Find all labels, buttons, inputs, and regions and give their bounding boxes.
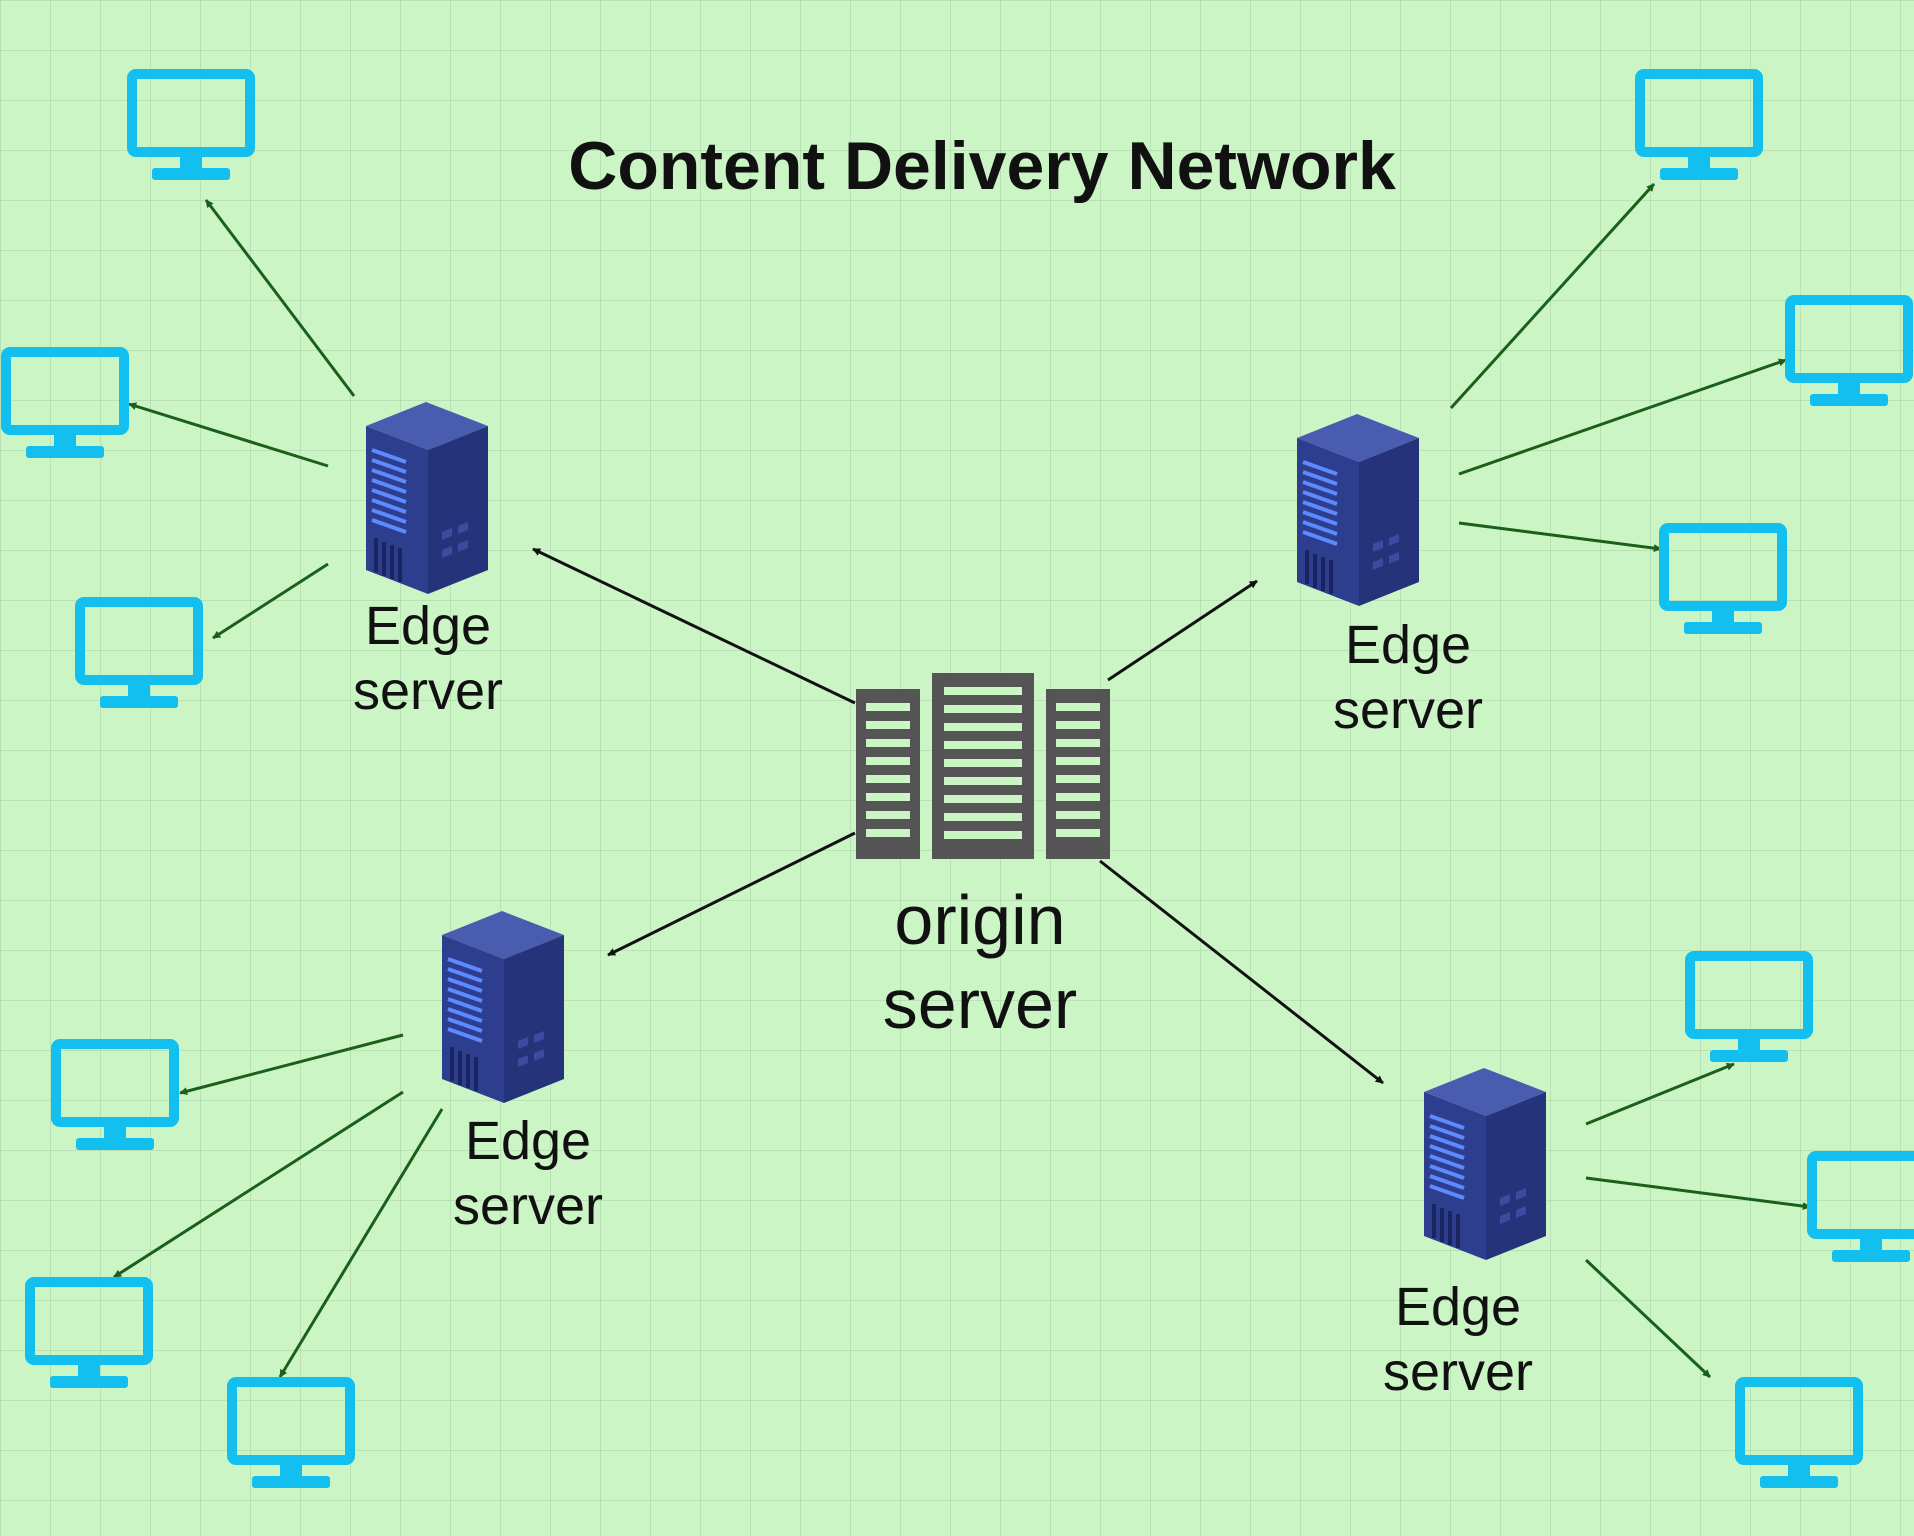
- arrow-edge-bl-to-client-3: [278, 1108, 444, 1378]
- desktop-monitor-icon: [6, 352, 124, 458]
- arrow-edge-br-to-client-2: [1585, 1176, 1811, 1211]
- desktop-monitor-icon: [1812, 1156, 1914, 1262]
- server-rack-icon-top-right: [1295, 412, 1421, 608]
- datacenter-icon: [856, 673, 1110, 859]
- desktop-monitor-icon: [132, 74, 250, 180]
- edge-label-line-1: Edge: [1344, 615, 1472, 675]
- desktop-monitor-icon: [56, 1044, 174, 1150]
- arrow-edge-br-to-client-3: [1584, 1258, 1712, 1379]
- edge-label-line-2: server: [452, 1175, 604, 1236]
- arrow-edge-bl-to-client-2: [113, 1090, 404, 1279]
- desktop-monitor-icon: [1790, 300, 1908, 406]
- edge-label-line-2: server: [1332, 679, 1484, 740]
- desktop-monitor-icon: [232, 1382, 350, 1488]
- edge-label-line-1: Edge: [1394, 1277, 1522, 1337]
- arrow-edge-tr-to-client-3: [1458, 521, 1662, 553]
- edge-label-line-1: Edge: [464, 1111, 592, 1171]
- arrow-origin-to-edge-top-left: [532, 547, 856, 705]
- server-rack-icon-bottom-right: [1422, 1066, 1548, 1262]
- desktop-monitor-icon: [1640, 74, 1758, 180]
- desktop-monitor-icon: [1690, 956, 1808, 1062]
- desktop-monitor-icon: [80, 602, 198, 708]
- arrow-edge-tr-to-client-2: [1458, 358, 1787, 476]
- server-rack-icon-bottom-left: [440, 909, 566, 1105]
- origin-server-label: origin server: [883, 878, 1077, 1046]
- arrow-edge-tl-to-client-1: [204, 199, 356, 397]
- arrow-edge-tl-to-client-2: [128, 402, 329, 468]
- arrow-origin-to-edge-bottom-left: [607, 831, 856, 957]
- arrow-origin-to-edge-bottom-right: [1099, 859, 1384, 1085]
- arrow-edge-tl-to-client-3: [212, 562, 329, 640]
- edge-server-label-top-right: Edge server: [1333, 613, 1483, 743]
- desktop-monitor-icon: [30, 1282, 148, 1388]
- edge-label-line-2: server: [1382, 1341, 1534, 1402]
- arrow-origin-to-edge-top-right: [1107, 579, 1258, 682]
- diagram-title: Content Delivery Network: [568, 128, 1396, 204]
- edge-server-label-top-left: Edge server: [353, 594, 503, 724]
- origin-label-line-1: origin: [894, 881, 1066, 959]
- edge-server-label-bottom-right: Edge server: [1383, 1275, 1533, 1405]
- origin-label-line-2: server: [882, 965, 1078, 1043]
- desktop-monitor-icon: [1740, 1382, 1858, 1488]
- arrow-edge-br-to-client-1: [1585, 1062, 1735, 1126]
- server-rack-icon-top-left: [364, 400, 490, 596]
- arrow-edge-tr-to-client-1: [1449, 182, 1656, 410]
- desktop-monitor-icon: [1664, 528, 1782, 634]
- edge-label-line-2: server: [352, 660, 504, 721]
- arrow-edge-bl-to-client-1: [179, 1033, 404, 1096]
- edge-server-label-bottom-left: Edge server: [453, 1109, 603, 1239]
- edge-label-line-1: Edge: [364, 596, 492, 656]
